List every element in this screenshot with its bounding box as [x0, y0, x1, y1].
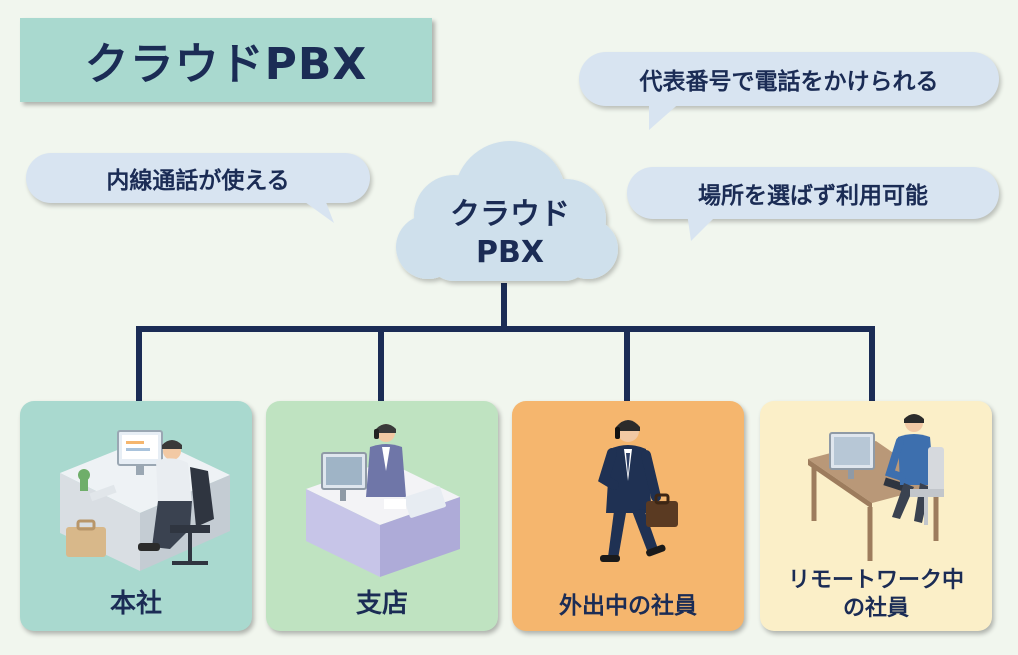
bubble-extension-call-text: 内線通話が使える	[106, 168, 290, 194]
bubble-extension-call: 内線通話が使える	[26, 153, 370, 223]
office-worker-at-desk-icon	[60, 430, 230, 571]
bubble-tail	[649, 100, 683, 130]
page-title: クラウドPBX	[84, 39, 368, 90]
cloud-icon	[396, 141, 618, 281]
node-label-remote-line1: リモートワーク中	[787, 568, 964, 593]
bubble-tail	[687, 213, 719, 241]
receptionist-on-phone-icon	[306, 424, 460, 577]
bubble-main-number-text: 代表番号で電話をかけられる	[639, 69, 939, 95]
node-card-honsha: 本社	[20, 401, 252, 631]
node-label-gaishutsu: 外出中の社員	[559, 593, 697, 619]
cloud-label: クラウド PBX	[420, 196, 600, 272]
node-label-shiten: 支店	[355, 589, 408, 619]
bubble-tail	[298, 197, 334, 223]
node-label-honsha: 本社	[109, 589, 162, 619]
node-card-gaishutsu: 外出中の社員	[512, 401, 744, 631]
businessman-walking-on-phone-icon	[598, 420, 678, 562]
node-label-remote-line2: の社員	[842, 596, 909, 621]
title-box: クラウドPBX	[20, 18, 432, 102]
bubble-anywhere-text: 場所を選ばず利用可能	[698, 183, 928, 209]
cloud-label-line1: クラウド	[450, 197, 570, 232]
node-card-remote: リモートワーク中 の社員	[760, 401, 992, 631]
cloud-label-line2: PBX	[476, 235, 544, 270]
node-label-remote: リモートワーク中 の社員	[760, 567, 992, 623]
remote-worker-at-desk-icon	[808, 414, 944, 561]
node-card-shiten: 支店	[266, 401, 498, 631]
bubble-main-number: 代表番号で電話をかけられる	[579, 52, 999, 130]
bubble-anywhere: 場所を選ばず利用可能	[627, 167, 999, 241]
